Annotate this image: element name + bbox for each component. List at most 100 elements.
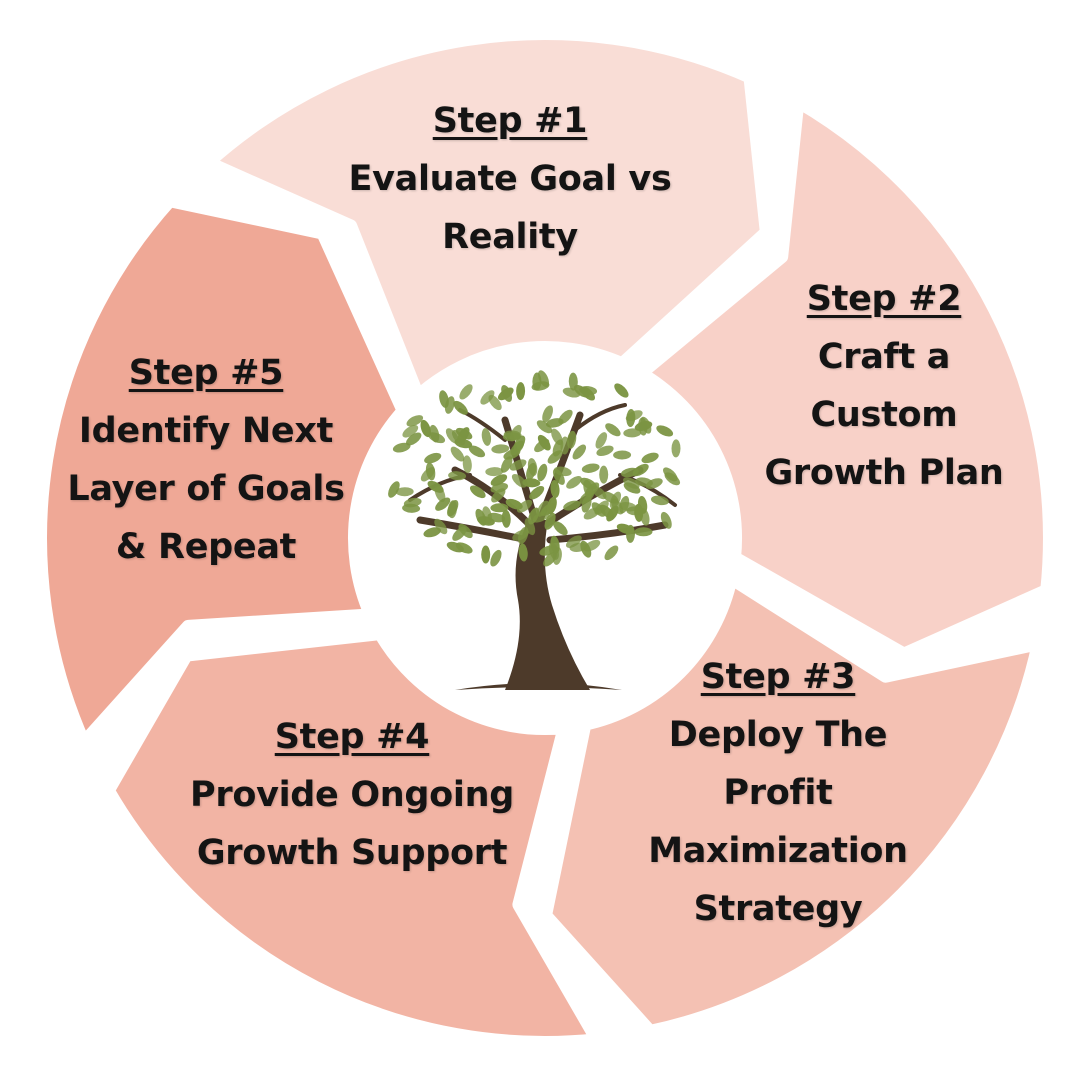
step-5-line-1: Identify Next <box>78 411 334 451</box>
step-3-label: Step #3 Deploy The Profit Maximization S… <box>648 648 908 938</box>
tree-leaf <box>490 474 508 486</box>
step-5-arrow <box>33 193 411 751</box>
tree-leaf <box>439 390 449 408</box>
tree-leaf <box>566 535 582 548</box>
tree-leaf <box>500 456 513 473</box>
tree-leaf <box>497 387 514 401</box>
step-4-title: Step #4 <box>274 717 430 757</box>
tree-leaf <box>566 476 582 489</box>
tree-branch <box>546 521 669 544</box>
tree-leaf <box>392 442 411 453</box>
tree-leaf <box>423 527 441 538</box>
tree-leaf <box>448 471 467 481</box>
tree-leaf <box>539 545 557 556</box>
tree-leaf <box>536 500 549 517</box>
step-3-line-3: Maximization <box>648 831 908 871</box>
tree-leaf <box>595 432 608 449</box>
tree-leaf <box>552 439 564 457</box>
step-3-line-1: Deploy The <box>668 715 888 755</box>
tree-leaf <box>453 400 468 415</box>
step-2-line-2: Custom <box>810 395 958 435</box>
tree-leaf <box>488 394 502 411</box>
tree-leaf <box>613 450 632 460</box>
tree-leaf <box>651 495 669 506</box>
tree-leaf <box>501 509 511 528</box>
tree-trunk <box>505 520 590 690</box>
tree-leaf <box>454 438 473 449</box>
tree-leaf <box>468 445 486 458</box>
tree-leaf <box>509 424 522 442</box>
tree-leaf <box>660 511 672 529</box>
tree-leaf <box>406 432 422 446</box>
step-5-label: Step #5 Identify Next Layer of Goals & R… <box>67 344 345 576</box>
tree-leaf <box>516 499 533 513</box>
tree-leaf <box>563 500 581 511</box>
tree-leaf <box>462 455 472 474</box>
tree-leaf <box>509 459 527 471</box>
tree-leaf <box>550 480 560 498</box>
step-2-title: Step #2 <box>806 279 962 319</box>
tree-leaf <box>591 502 606 517</box>
step-1-line-2: Reality <box>442 217 578 257</box>
tree-leaf <box>671 439 681 458</box>
tree-leaf <box>640 416 652 434</box>
step-1-arrow <box>200 26 774 404</box>
tree-leaf <box>485 467 504 477</box>
step-2-line-3: Growth Plan <box>764 453 1004 493</box>
tree-leaf <box>450 446 465 462</box>
tree-leaf <box>481 545 491 564</box>
step-4-line-1: Provide Ongoing <box>190 775 514 815</box>
tree-leaf <box>518 543 528 562</box>
tree-leaf <box>487 512 506 523</box>
tree-icon <box>388 370 681 690</box>
tree-leaf <box>604 545 619 561</box>
tree-leaf <box>581 463 600 473</box>
tree-leaf <box>513 435 526 452</box>
tree-leaf <box>639 508 650 526</box>
tree-leaf <box>516 382 526 401</box>
tree-leaf <box>395 487 414 497</box>
tree-leaf <box>614 383 629 398</box>
tree-leaf <box>491 488 506 503</box>
tree-leaf <box>599 465 609 484</box>
tree-leaf <box>546 496 557 515</box>
tree-leaf <box>527 458 538 476</box>
step-4-line-2: Growth Support <box>196 833 508 873</box>
tree-leaf <box>388 481 400 498</box>
tree-leaf <box>427 480 444 493</box>
step-3-line-2: Profit <box>723 773 833 813</box>
tree-leaf <box>490 549 502 567</box>
tree-leaf <box>623 477 640 489</box>
tree-leaf <box>580 477 597 490</box>
tree-leaf <box>481 428 492 446</box>
step-5-title: Step #5 <box>128 353 284 393</box>
tree-leaf <box>625 524 636 543</box>
tree-leaf <box>656 425 674 437</box>
step-3-line-4: Strategy <box>693 889 863 929</box>
tree-leaf <box>536 420 553 434</box>
tree-leaf <box>553 521 568 536</box>
tree-leaf <box>447 499 459 517</box>
tree-leaf <box>573 384 590 398</box>
tree-leaf <box>402 503 421 513</box>
tree-leaf <box>518 526 529 545</box>
tree-leaf <box>402 425 419 438</box>
step-4-arrow <box>100 626 605 1050</box>
tree-leaf <box>641 452 659 464</box>
tree-branch <box>573 403 627 432</box>
tree-leaf <box>635 477 653 487</box>
tree-leaf <box>424 452 442 464</box>
tree-leaf <box>522 478 541 488</box>
tree-leaf <box>553 466 572 477</box>
step-1-line-1: Evaluate Goal vs <box>348 159 672 199</box>
tree-leaf <box>429 424 440 443</box>
tree-leaf <box>572 444 587 460</box>
tree-leaf <box>632 463 649 477</box>
tree-leaf <box>480 390 495 405</box>
step-5-line-2: Layer of Goals <box>67 469 345 509</box>
tree-leaf <box>605 423 621 437</box>
tree-branch <box>501 416 539 524</box>
tree-leaf <box>537 463 548 482</box>
